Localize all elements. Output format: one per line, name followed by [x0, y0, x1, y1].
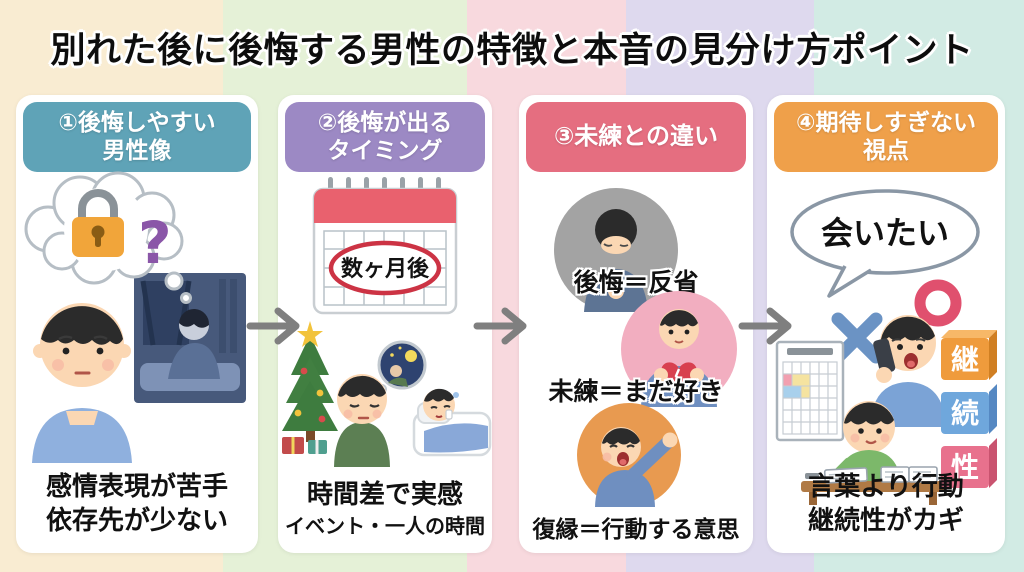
card2-header: ②後悔が出る タイミング [285, 102, 485, 172]
block-zoku: 続 [941, 384, 997, 434]
card3-header-line1: ③未練との違い [553, 122, 719, 151]
svg-text:続: 続 [951, 397, 979, 430]
label-reunion: 復縁＝行動する意思 [532, 517, 740, 543]
card4-header: ④期待しすぎない 視点 [774, 102, 998, 172]
card2-caption: 時間差で実感 イベント・一人の時間 [278, 479, 492, 539]
card4-caption-line2: 継続性がカギ [807, 506, 964, 537]
studying-man-icon [801, 401, 945, 505]
reminiscing-man-icon [334, 340, 427, 467]
card4-caption-line1: 言葉より行動 [808, 472, 964, 503]
card2-illustration: 数ヶ月後 [282, 177, 492, 467]
card1-caption-line2: 依存先が少ない [45, 506, 228, 537]
svg-text:継: 継 [951, 343, 979, 376]
worried-man-icon [32, 303, 132, 463]
card1-illustration: ? [24, 171, 246, 463]
block-sei: 性 [941, 438, 997, 488]
card4-header-line1: ④期待しすぎない [795, 109, 976, 136]
arrow-right-icon-1 [246, 307, 300, 345]
card-realistic-perspective: ④期待しすぎない 視点 会いたい [767, 95, 1005, 553]
card-regret-prone-type: ①後悔しやすい 男性像 [16, 95, 258, 553]
card2-caption-line2: イベント・一人の時間 [285, 514, 485, 538]
card2-caption-line1: 時間差で実感 [306, 480, 463, 511]
sad-man-dark-room-icon [134, 273, 246, 403]
card-regret-timing: ②後悔が出る タイミング 数ヶ月後 [278, 95, 492, 553]
card1-caption: 感情表現が苦手 依存先が少ない [16, 471, 258, 539]
christmas-tree-icon [282, 321, 338, 454]
reaching-man-icon [577, 403, 681, 507]
card4-caption: 言葉より行動 継続性がカギ [767, 471, 1005, 539]
block-kei: 継 [941, 330, 997, 380]
thought-bubble-icon: ? [24, 171, 192, 304]
speech-bubble: 会いたい [790, 189, 980, 298]
circle-mark-icon [914, 279, 962, 327]
card2-header-line1: ②後悔が出る [317, 109, 453, 136]
card3-header: ③未練との違い [526, 102, 746, 172]
card1-header-line2: 男性像 [102, 138, 172, 164]
arrow-right-icon-3 [738, 307, 792, 345]
card1-header: ①後悔しやすい 男性像 [23, 102, 251, 172]
sick-man-in-bed-icon [412, 388, 492, 457]
svg-text:性: 性 [951, 451, 979, 484]
arrow-right-icon-2 [473, 307, 527, 345]
card2-header-line2: タイミング [327, 138, 443, 164]
calendar-label: 数ヶ月後 [341, 256, 430, 282]
calendar-icon: 数ヶ月後 [312, 177, 458, 315]
continuity-blocks-icon: 継 続 性 [941, 330, 997, 488]
card1-header-line1: ①後悔しやすい [58, 109, 216, 136]
card-difference-from-lingering: ③未練との違い 後悔＝反省 未練＝まだ好き [519, 95, 753, 553]
page-title: 別れた後に後悔する男性の特徴と本音の見分け方ポイント [50, 31, 974, 71]
broken-heart-man-icon [621, 291, 737, 407]
schedule-calendar-icon [775, 340, 845, 442]
speech-bubble-text: 会いたい [821, 214, 949, 252]
card4-header-line2: 視点 [863, 138, 909, 164]
lock-icon [72, 189, 124, 257]
bowing-man-icon [554, 188, 678, 312]
question-mark-icon: ? [138, 209, 172, 277]
card1-caption-line1: 感情表現が苦手 [45, 472, 228, 503]
label-lingering: 未練＝まだ好き [548, 377, 724, 406]
